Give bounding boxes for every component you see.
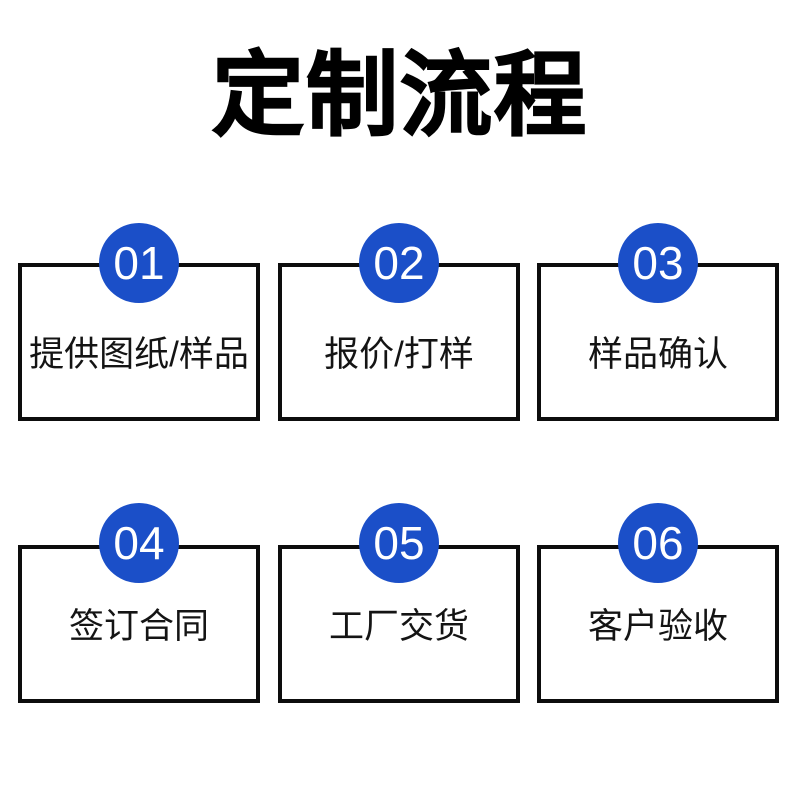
step-card-04[interactable] <box>18 545 260 703</box>
step-number-badge-03: 03 <box>618 223 698 303</box>
step-label-05: 工厂交货 <box>328 607 469 646</box>
page-title: 定制流程 <box>211 42 588 149</box>
step-number-badge-04: 04 <box>99 503 179 583</box>
step-label-03: 样品确认 <box>587 335 728 374</box>
step-label-01: 提供图纸/样品 <box>29 335 249 374</box>
step-number-badge-06: 06 <box>618 503 698 583</box>
step-label-02: 报价/打样 <box>324 335 474 374</box>
step-label-06: 客户验收 <box>587 607 728 646</box>
step-number-badge-01: 01 <box>99 223 179 303</box>
step-label-04: 签订合同 <box>68 607 209 646</box>
step-number-badge-02: 02 <box>359 223 439 303</box>
step-number-badge-05: 05 <box>359 503 439 583</box>
